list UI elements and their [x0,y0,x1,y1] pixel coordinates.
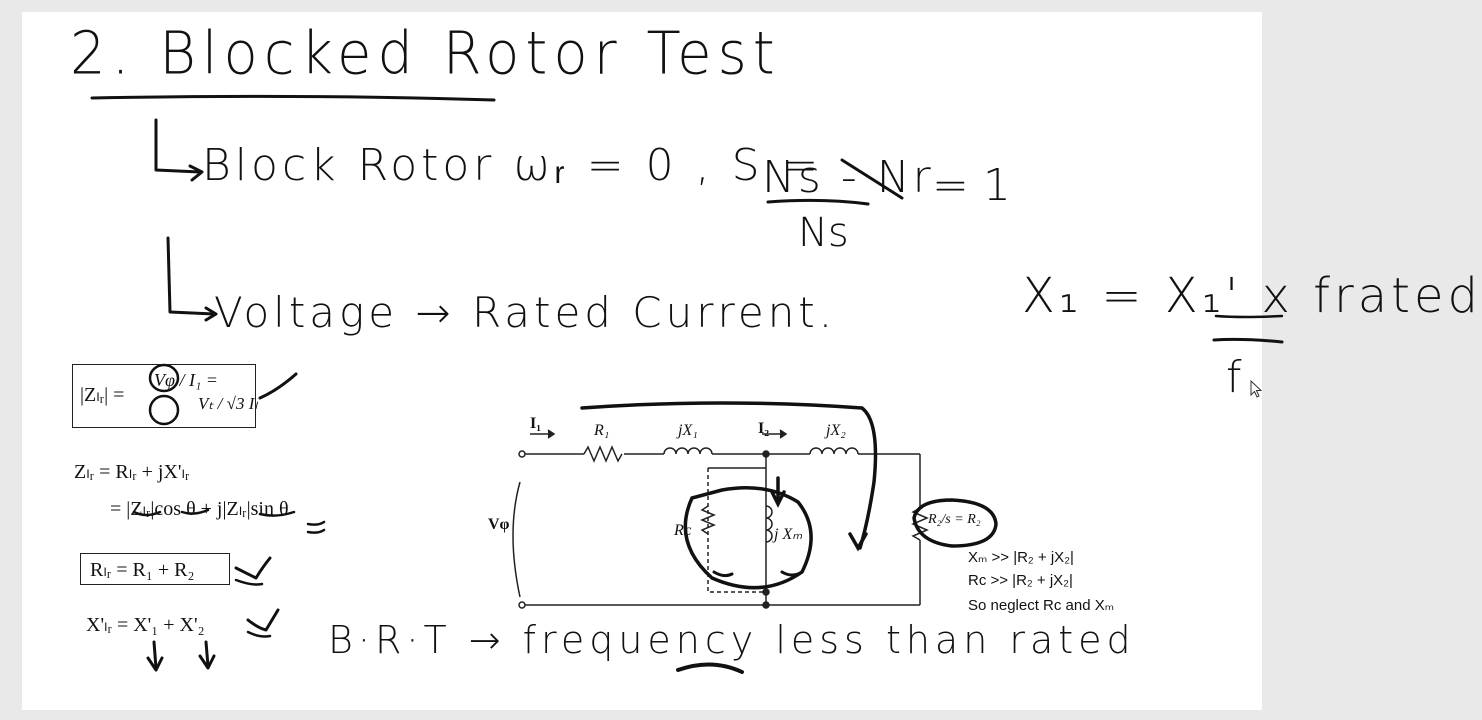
ink-and-circuit-layer [90,94,1284,674]
circuit-i2-label: I₂ [758,420,770,437]
mouse-cursor-icon [1250,379,1263,398]
zlr-ratio-2: Vₜ / √3 Iₗ [198,394,258,413]
r1-resistor [583,445,623,463]
shunt-branch-circle [683,486,813,590]
f-fraction-bar [1212,337,1284,344]
scribble-cross [676,662,744,674]
slip-numerator: Ns - Nr [762,152,934,203]
page-title: 2. Blocked Rotor Test [70,20,781,89]
rlr-box [80,553,230,585]
slip-denominator: Ns [798,210,849,256]
slip-result: = 1 [932,160,1011,211]
circuit-r1-label: R₁ [594,422,610,439]
check-mark-3 [246,608,280,632]
down-arrow-2 [204,640,210,668]
check-mark-1 [258,372,298,400]
r2s-circle [912,498,998,548]
down-arrow-1 [152,640,158,670]
note-block-rotor: Block Rotor ωᵣ = 0 , S = [202,140,823,191]
slip-cross-out [840,158,904,200]
slip-fraction-bar [766,198,870,206]
circuit-i1-label: I₁ [530,415,542,432]
condition-xm: Xₘ >> |R₂ + jX₂| [968,549,1074,566]
xlr-equation: X'ₗᵣ = X'₁ + X'₂ [86,614,205,636]
jxm-inductor [765,505,773,543]
title-underline [90,94,496,102]
arrow-line2 [166,236,216,316]
f-rated-label: frated [1313,268,1482,324]
circuit-jxm-label: j Xₘ [774,526,803,543]
zlr-magnitude-label: |Zₗᵣ| = [80,384,125,406]
arrow-line1 [154,118,202,174]
zlr-definition: Zₗᵣ = Rₗᵣ + jX'ₗᵣ [74,461,190,483]
check-mark-2 [234,556,272,580]
f-rated-underline [1214,314,1284,319]
circuit-r2s-label: R₂/s = R₂ [928,512,981,527]
brt-note: B·R·T → frequency less than rated [328,618,1136,662]
reactance-scaling-eq: X₁ = X₁' x frated [1022,268,1482,324]
rlr-equation: Rₗᵣ = R₁ + R₂ [90,559,195,581]
circuit-jx2-label: jX₂ [826,422,846,439]
vphi-circle [148,363,180,393]
equivalent-circuit [512,429,929,609]
i1-circle [148,394,180,426]
r2s-resistor [911,507,929,541]
rc-resistor [700,505,716,535]
zlr-ratio-1: Vφ / I₁ = [154,370,218,390]
curve-arrow [580,401,878,550]
jx2-inductor [809,447,859,455]
neglect-note: So neglect Rᴄ and Xₘ [968,597,1115,614]
x1-equation: X₁ = X₁' x [1022,268,1294,324]
note-voltage-current: Voltage → Rated Current. [214,288,837,337]
f-label: f [1226,352,1242,403]
circuit-vphi-label: Vφ [488,516,510,533]
condition-rc: Rᴄ >> |R₂ + jX₂| [968,572,1073,589]
jx1-inductor [663,447,713,455]
circuit-annotations [580,401,998,674]
vphi-bracket [512,481,521,598]
whiteboard-page: 2. Blocked Rotor Test Block Rotor ωᵣ = 0… [22,12,1478,710]
circuit-jx1-label: jX₁ [678,422,698,439]
